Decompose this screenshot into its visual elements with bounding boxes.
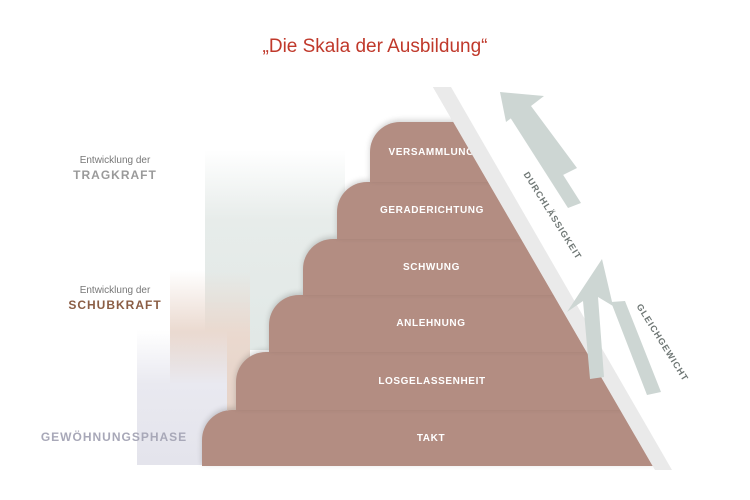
schubkraft-label: Entwicklung der SCHUBKRAFT xyxy=(60,285,170,312)
step-versammlung: VERSAMMLUNG xyxy=(370,122,493,182)
gewoehnung-label: GEWÖHNUNGSPHASE xyxy=(34,428,194,444)
schubkraft-main: SCHUBKRAFT xyxy=(68,298,162,312)
step-label-losgelassenheit: LOSGELASSENHEIT xyxy=(378,375,486,387)
tragkraft-label: Entwicklung der TRAGKRAFT xyxy=(60,155,170,182)
tragkraft-main: TRAGKRAFT xyxy=(73,168,157,182)
step-label-versammlung: VERSAMMLUNG xyxy=(388,146,475,158)
step-label-geraderichtung: GERADERICHTUNG xyxy=(380,205,484,216)
step-anlehnung: ANLEHNUNG xyxy=(269,295,593,352)
tragkraft-sub: Entwicklung der xyxy=(79,155,151,166)
step-schwung: SCHWUNG xyxy=(303,239,560,295)
diagram-title: „Die Skala der Ausbildung“ xyxy=(262,36,488,57)
gewoehnung-main: GEWÖHNUNGSPHASE xyxy=(40,430,188,444)
step-geraderichtung: GERADERICHTUNG xyxy=(337,182,527,239)
schubkraft-sub: Entwicklung der xyxy=(79,285,151,296)
step-losgelassenheit: LOSGELASSENHEIT xyxy=(236,352,628,410)
step-label-anlehnung: ANLEHNUNG xyxy=(396,318,466,329)
step-label-takt: TAKT xyxy=(416,432,446,444)
step-label-schwung: SCHWUNG xyxy=(403,261,460,273)
step-takt: TAKT xyxy=(202,410,660,466)
